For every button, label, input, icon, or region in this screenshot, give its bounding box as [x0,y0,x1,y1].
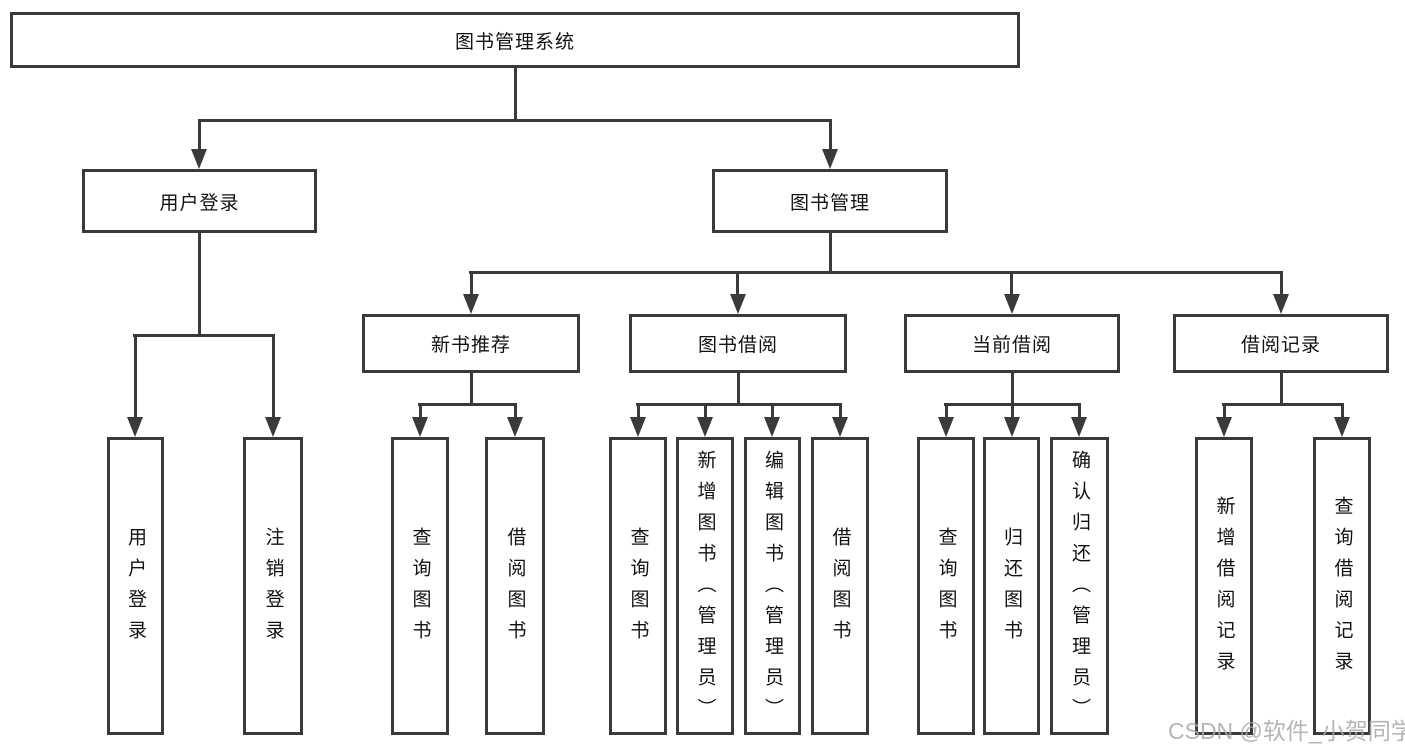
node-root: 图书管理系统 [10,12,1020,68]
node-leaf-logout: 注销登录 [243,437,303,735]
node-leaf-bb-edit-books-admin: 编辑图书（管理员） [744,437,801,735]
connector-bookborrow-stem [737,373,740,406]
arrow-down-icon [1216,417,1232,437]
arrow-down-icon [463,294,479,314]
node-leaf-bb-borrow-books: 借阅图书 [811,437,869,735]
node-new-book-rec: 新书推荐 [362,314,580,373]
arrow-down-icon [1071,417,1087,437]
connector-newbook-stem [470,373,473,406]
arrow-down-icon [730,294,746,314]
connector-leaf-drop [945,403,948,420]
arrow-down-icon [412,417,428,437]
node-user-login-group: 用户登录 [82,169,317,233]
arrow-down-icon [1004,417,1020,437]
arrow-down-icon [1334,417,1350,437]
node-leaf-cb-return-books: 归还图书 [983,437,1040,735]
arrow-down-icon [630,417,646,437]
connector-leaf-drop [514,403,517,420]
node-leaf-cb-confirm-return-admin: 确认归还（管理员） [1050,437,1109,735]
node-borrow-records: 借阅记录 [1173,314,1389,373]
arrow-down-icon [191,149,207,169]
node-leaf-bb-add-books-admin: 新增图书（管理员） [676,437,734,735]
connector-level2-rail [198,119,832,122]
connector-userlogin-rail [133,334,274,337]
connector-level3-rail [469,271,1283,274]
connector-root-stem [514,68,517,121]
arrow-down-icon [507,417,523,437]
connector-currentborrow-stem [1011,373,1014,406]
node-leaf-br-add-record: 新增借阅记录 [1195,437,1253,735]
node-current-borrow: 当前借阅 [904,314,1120,373]
node-book-borrow: 图书借阅 [629,314,847,373]
connector-userlogin-drop [198,119,201,152]
connector-borrowrecords-stem [1280,373,1283,406]
connector-bookborrow-drop [736,271,739,297]
arrow-down-icon [938,417,954,437]
arrow-down-icon [1004,294,1020,314]
node-leaf-user-login: 用户登录 [107,437,164,735]
node-book-mgmt-group: 图书管理 [712,169,948,233]
connector-leaf-drop [1011,403,1014,420]
arrow-down-icon [697,417,713,437]
arrow-down-icon [822,149,838,169]
watermark: CSDN @软件_小贺同学 [1168,718,1405,744]
connector-borrowrecords-drop [1280,271,1283,297]
arrow-down-icon [127,417,143,437]
node-leaf-br-query-record: 查询借阅记录 [1313,437,1371,735]
connector-bookmgmt-stem [829,233,832,274]
node-leaf-cb-query-books: 查询图书 [917,437,975,735]
connector-newbook-drop [470,271,473,297]
connector-currentborrow-drop [1010,271,1013,297]
connector-bookborrow-rail [636,403,841,406]
arrow-down-icon [265,417,281,437]
node-leaf-bb-query-books: 查询图书 [609,437,667,735]
connector-leaf-drop [1223,403,1226,420]
connector-leaf-drop [704,403,707,420]
connector-leaf-drop [1078,403,1081,420]
node-leaf-nb-borrow-books: 借阅图书 [485,437,545,735]
arrow-down-icon [1273,294,1289,314]
connector-leaf-drop [771,403,774,420]
connector-leaf-drop [419,403,422,420]
connector-leaf-drop [1341,403,1344,420]
connector-leaf-drop [272,334,275,420]
connector-leaf-drop [637,403,640,420]
connector-newbook-rail [418,403,517,406]
connector-leaf-drop [839,403,842,420]
arrow-down-icon [764,417,780,437]
connector-leaf-drop [134,334,137,420]
connector-borrowrecords-rail [1222,403,1343,406]
connector-userlogin-stem [198,233,201,337]
node-leaf-nb-query-books: 查询图书 [391,437,449,735]
connector-bookmgmt-drop [829,119,832,152]
arrow-down-icon [832,417,848,437]
